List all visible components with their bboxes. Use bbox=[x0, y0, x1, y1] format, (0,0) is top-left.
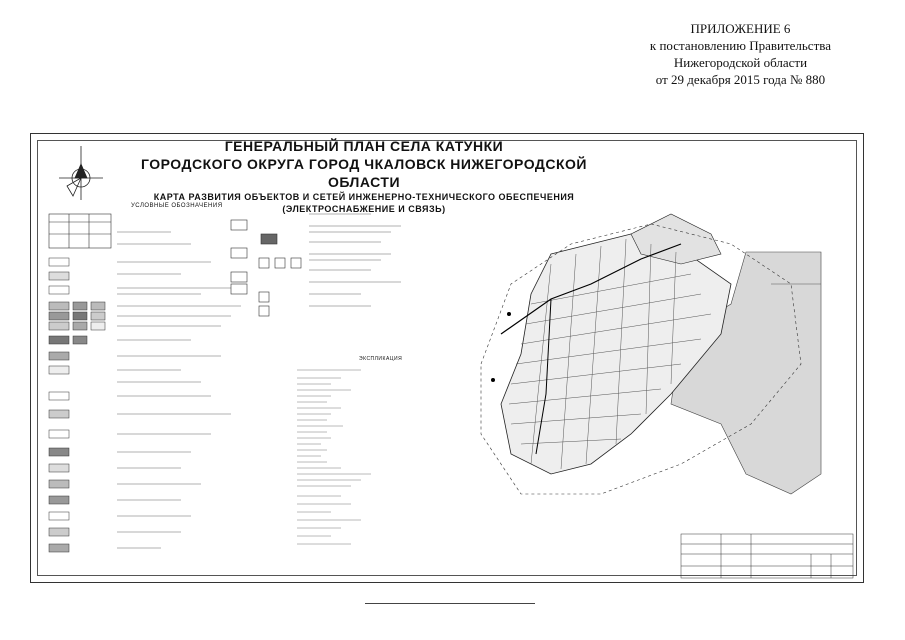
map-title-block: ГЕНЕРАЛЬНЫЙ ПЛАН СЕЛА КАТУНКИ ГОРОДСКОГО… bbox=[119, 138, 609, 215]
legend-swatches bbox=[48, 257, 70, 553]
map-frame bbox=[37, 140, 857, 576]
map-sheet: ГЕНЕРАЛЬНЫЙ ПЛАН СЕЛА КАТУНКИ ГОРОДСКОГО… bbox=[30, 133, 864, 583]
legend-heading: УСЛОВНЫЕ ОБОЗНАЧЕНИЯ bbox=[131, 203, 223, 209]
map-title: ГЕНЕРАЛЬНЫЙ ПЛАН СЕЛА КАТУНКИ bbox=[224, 138, 504, 154]
explication-heading: ЭКСПЛИКАЦИЯ bbox=[359, 356, 403, 362]
map-caption-sub: (ЭЛЕКТРОСНАБЖЕНИЕ И СВЯЗЬ) bbox=[282, 204, 446, 214]
map-subtitle: ГОРОДСКОГО ОКРУГА ГОРОД ЧКАЛОВСК НИЖЕГОР… bbox=[140, 156, 587, 190]
village-map bbox=[480, 213, 822, 495]
map-caption: КАРТА РАЗВИТИЯ ОБЪЕКТОВ И СЕТЕЙ ИНЖЕНЕРН… bbox=[153, 192, 575, 202]
appendix-line-2: к постановлению Правительства bbox=[649, 38, 831, 53]
legend-text-lines bbox=[117, 231, 241, 549]
legend-icons-middle bbox=[230, 219, 302, 317]
map-drawing bbox=[48, 146, 854, 579]
legend-swatches-2 bbox=[72, 301, 106, 345]
title-stamp bbox=[680, 533, 854, 579]
appendix-header: ПРИЛОЖЕНИЕ 6 к постановлению Правительст… bbox=[650, 20, 831, 88]
north-arrow-icon bbox=[59, 146, 103, 200]
explication-list bbox=[297, 369, 371, 545]
legend-symbol-table bbox=[48, 213, 112, 249]
appendix-line-3: Нижегородской области bbox=[673, 55, 808, 70]
appendix-title: ПРИЛОЖЕНИЕ 6 bbox=[690, 21, 791, 36]
appendix-line-4: от 29 декабря 2015 года № 880 bbox=[655, 72, 826, 87]
legend-text-lines-middle bbox=[309, 213, 401, 307]
separator-line bbox=[365, 603, 535, 604]
